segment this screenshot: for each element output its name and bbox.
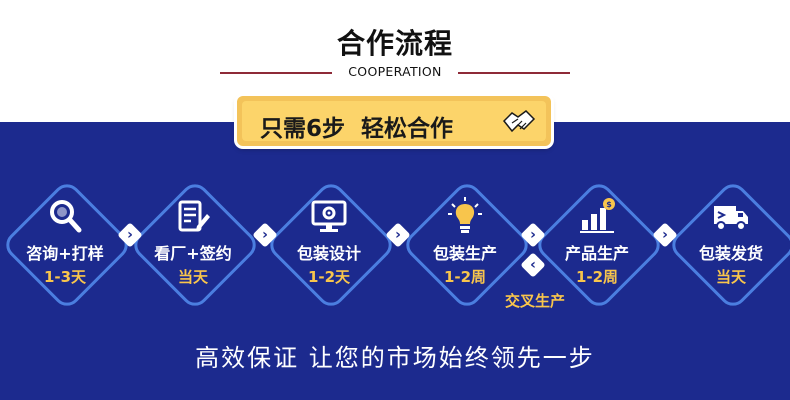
step-2: 看厂+签约 当天 [128,178,262,312]
step-label: 包装生产 [432,244,497,263]
step-label: 包装发货 [698,244,763,263]
step-1: 咨询+打样 1-3天 [0,178,134,312]
magnifier-icon [50,200,82,233]
step-3: 包装设计 1-2天 [264,178,398,312]
step-time: 当天 [177,268,208,286]
step-4: 包装生产 1-2周 [400,178,534,312]
step-5: $ 产品生产 1-2周 [532,178,666,312]
process-panel [0,122,790,400]
step-time: 1-3天 [43,268,87,286]
handshake-icon [502,110,536,133]
divider-right [458,72,570,74]
step-label: 看厂+签约 [154,244,232,263]
document-pen-icon [178,200,210,232]
subtitle-row: COOPERATION [0,62,790,84]
chevron-right-icon: › [385,222,411,248]
page-title: 合作流程 [336,27,453,60]
step-label: 咨询+打样 [26,244,104,263]
alt-step-label: 交叉生产 [504,292,565,310]
step-time: 1-2周 [443,268,487,286]
banner-inner: 只需6步 轻松合作 [242,101,546,142]
step-label: 包装设计 [296,244,361,263]
step-6: 包装发货 当天 [666,178,790,312]
step-label: 产品生产 [564,244,629,263]
monitor-gear-icon [311,200,347,232]
bar-chart-icon: $ [580,198,615,233]
delivery-truck-icon [714,206,748,231]
chevron-right-icon: › [117,222,143,248]
chevron-right-icon: › [652,222,678,248]
lightbulb-icon [448,197,482,233]
svg-text:$: $ [606,200,612,209]
step-time: 1-2天 [307,268,351,286]
step-time: 1-2周 [575,268,619,286]
step-time: 当天 [715,268,746,286]
chevron-right-icon: › [520,222,546,248]
chevron-left-icon: ‹ [520,252,546,278]
slogan: 高效保证 让您的市场始终领先一步 [195,344,595,372]
chevron-right-icon: › [252,222,278,248]
banner: 只需6步 轻松合作 [237,96,551,146]
divider-left [220,72,332,74]
page-subtitle: COOPERATION [348,64,442,79]
banner-text: 只需6步 轻松合作 [260,116,454,142]
